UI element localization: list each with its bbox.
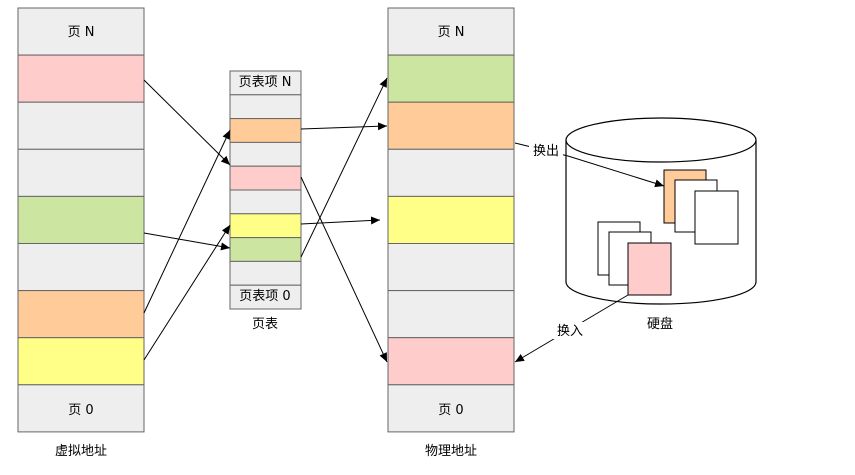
- page-table-entry-cell: [229, 284, 302, 310]
- page-table-entry-cell: [229, 118, 302, 143]
- page-table-column: [229, 70, 302, 310]
- swap-in-label: 换入: [557, 324, 583, 339]
- physical-page-cell: [387, 101, 515, 150]
- disk-caption: 硬盘: [647, 316, 673, 332]
- disk-page-stack-top: [663, 169, 739, 245]
- disk-page-stack-bottom: [597, 221, 672, 296]
- page-table-entry-cell: [229, 189, 302, 215]
- virtual-page-cell: [17, 337, 145, 386]
- virtual-page-cell: [17, 243, 145, 292]
- physical-page-cell: [387, 290, 515, 339]
- disk-page-white-2: [694, 190, 739, 245]
- virtual-page-cell: [17, 195, 145, 244]
- page-table-entry-cell: [229, 165, 302, 191]
- arrow-pt-green-to-phys: [300, 77, 388, 258]
- virtual-top-label: 页 N: [68, 25, 95, 40]
- arrow-pt-pink-to-phys: [300, 176, 388, 363]
- physical-page-cell: [387, 384, 515, 433]
- physical-page-cell: [387, 7, 515, 56]
- page-table-entry-cell: [229, 260, 302, 286]
- page-table-entry-cell: [229, 94, 302, 120]
- arrow-pt-yellow-to-phys: [300, 216, 381, 225]
- arrow-virt-green-to-pt: [143, 232, 231, 251]
- physical-page-cell: [387, 337, 515, 386]
- virtual-page-cell: [17, 290, 145, 339]
- virtual-page-cell: [17, 101, 145, 150]
- physical-page-cell: [387, 54, 515, 103]
- page-table-entry-cell: [229, 141, 302, 167]
- arrow-virt-orange-to-pt: [143, 129, 231, 314]
- page-table-entry-cell: [229, 237, 302, 262]
- physical-page-cell: [387, 243, 515, 292]
- virtual-page-cell: [17, 7, 145, 56]
- physical-bottom-label: 页 0: [438, 403, 463, 418]
- virtual-page-cell: [17, 384, 145, 433]
- disk-page-pink: [627, 242, 672, 296]
- virtual-page-cell: [17, 148, 145, 197]
- virtual-address-column: [17, 7, 145, 433]
- arrow-virt-yellow-to-pt: [143, 224, 231, 361]
- physical-caption: 物理地址: [425, 444, 477, 459]
- page-table-top-label: 页表项 N: [239, 75, 292, 90]
- page-table-caption: 页表: [252, 317, 278, 332]
- arrow-virt-pink-to-pt: [143, 79, 231, 166]
- page-table-bottom-label: 页表项 0: [239, 289, 290, 304]
- physical-top-label: 页 N: [438, 25, 465, 40]
- virtual-caption: 虚拟地址: [55, 444, 107, 459]
- swap-out-label: 换出: [533, 144, 559, 159]
- page-table-entry-cell: [229, 213, 302, 239]
- arrow-pt-orange-to-phys: [300, 122, 388, 131]
- virtual-page-cell: [17, 54, 145, 103]
- physical-page-cell: [387, 148, 515, 197]
- virtual-bottom-label: 页 0: [68, 403, 93, 418]
- physical-address-column: [387, 7, 515, 433]
- physical-page-cell: [387, 195, 515, 244]
